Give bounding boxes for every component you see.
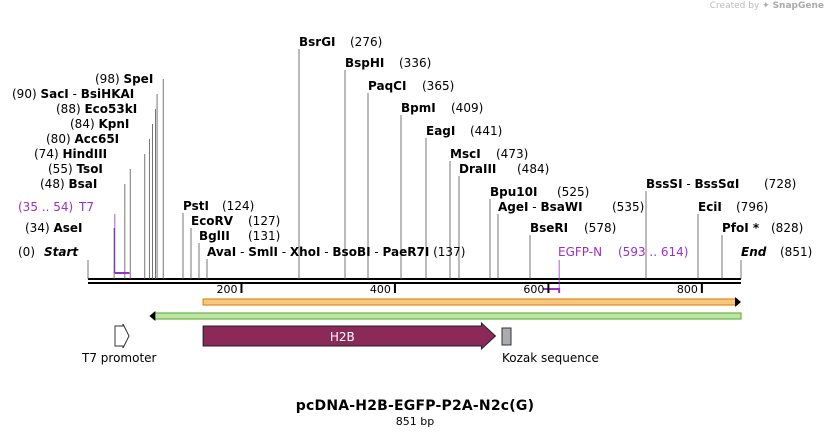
primer-egfpn-arrow xyxy=(543,288,561,293)
site-position-bpu10i: (525) xyxy=(557,185,589,199)
site-position-bsssi: (728) xyxy=(764,177,796,191)
orf-reverse-bar xyxy=(152,312,742,320)
site-label-bseri: BseRI xyxy=(530,221,568,235)
orf-forward-arrowhead xyxy=(735,297,741,307)
site-position-draiii: (484) xyxy=(517,162,549,176)
feature-h2b-label: H2B xyxy=(330,330,355,344)
start-label: Start xyxy=(44,245,79,259)
end-position: (851) xyxy=(780,245,812,259)
site-label-hindiii: (74) HindIII xyxy=(34,147,107,161)
site-label-paqci: PaqCI xyxy=(368,79,406,93)
tick-label-400: 400 xyxy=(370,283,391,296)
primer-egfpn-range: (593 .. 614) xyxy=(618,245,688,259)
site-label-bsrgi: BsrGI xyxy=(299,35,336,49)
construct-length: 851 bp xyxy=(395,415,435,428)
site-position-bseri: (578) xyxy=(584,221,616,235)
site-position-bsphi: (336) xyxy=(399,56,431,70)
site-label-bpmi: BpmI xyxy=(401,101,436,115)
tick-label-600: 600 xyxy=(523,283,544,296)
site-label-ecii: EciI xyxy=(698,200,722,214)
feature-kozak-box xyxy=(501,327,512,346)
feature-t7-promoter-arrow xyxy=(114,323,130,349)
feature-kozak-label: Kozak sequence xyxy=(502,351,599,365)
site-label-saci: (90) SacI - BsiHKAI xyxy=(12,87,134,101)
site-label-ecorv: EcoRV xyxy=(191,214,234,228)
end-label: End xyxy=(741,245,767,259)
primer-t7-range: (35 .. 54) xyxy=(18,200,73,214)
site-label-msci: MscI xyxy=(450,147,481,161)
site-label-bpu10i: Bpu10I xyxy=(490,185,537,199)
site-label-acc65i: (80) Acc65I xyxy=(46,132,119,146)
site-label-bsphi: BspHI xyxy=(345,56,384,70)
tick-label-200: 200 xyxy=(216,283,237,296)
site-label-pfoi: PfoI * xyxy=(722,221,760,235)
site-cluster-label: AvaI - SmlI - XhoI - BsoBI - PaeR7I (137… xyxy=(207,245,465,259)
primer-t7-name: T7 xyxy=(78,200,94,214)
feature-h2b-arrow xyxy=(202,321,497,351)
site-position-ecorv: (127) xyxy=(248,214,280,228)
feature-t7-promoter-label: T7 promoter xyxy=(81,351,157,365)
site-label-asei: (34) AseI xyxy=(25,221,83,235)
construct-name: pcDNA-H2B-EGFP-P2A-N2c(G) xyxy=(295,398,535,414)
site-position-eagi: (441) xyxy=(470,124,502,138)
orf-forward-bar xyxy=(202,298,738,306)
site-position-agei: (535) xyxy=(612,200,644,214)
site-label-bsai: (48) BsaI xyxy=(40,177,97,191)
start-position: (0) xyxy=(18,245,35,259)
site-label-eco53ki: (88) Eco53kI xyxy=(56,102,137,116)
site-label-bglii: BglII xyxy=(199,229,230,243)
snapgene-logo-icon: ✦ xyxy=(762,1,770,11)
site-position-psti: (124) xyxy=(222,199,254,213)
site-position-bpmi: (409) xyxy=(451,101,483,115)
site-position-msci: (473) xyxy=(496,147,528,161)
site-position-ecii: (796) xyxy=(736,200,768,214)
tick-label-800: 800 xyxy=(677,283,698,296)
site-label-bsssi: BssSI - BssSαI xyxy=(646,177,739,191)
site-label-eagi: EagI xyxy=(426,124,455,138)
site-position-bsrgi: (276) xyxy=(350,35,382,49)
credit-prefix: Created by xyxy=(709,1,760,11)
site-label-draiii: DraIII xyxy=(459,162,496,176)
site-label-kpni: (84) KpnI xyxy=(70,117,129,131)
site-label-psti: PstI xyxy=(183,199,209,213)
orf-reverse-arrowhead xyxy=(149,311,156,321)
site-label-agei: AgeI - BsaWI xyxy=(498,200,583,214)
credit-brand: SnapGene xyxy=(772,1,824,11)
site-label-spei: (98) SpeI xyxy=(95,72,153,86)
snapgene-credit: Created by ✦ SnapGene xyxy=(710,1,824,11)
site-position-paqci: (365) xyxy=(422,79,454,93)
site-label-tsoi: (55) TsoI xyxy=(48,162,103,176)
site-position-bglii: (131) xyxy=(248,229,280,243)
site-position-pfoi: (828) xyxy=(771,221,803,235)
map-title-block: pcDNA-H2B-EGFP-P2A-N2c(G) 851 bp xyxy=(0,398,830,428)
primer-egfpn-name: EGFP-N xyxy=(558,245,602,259)
